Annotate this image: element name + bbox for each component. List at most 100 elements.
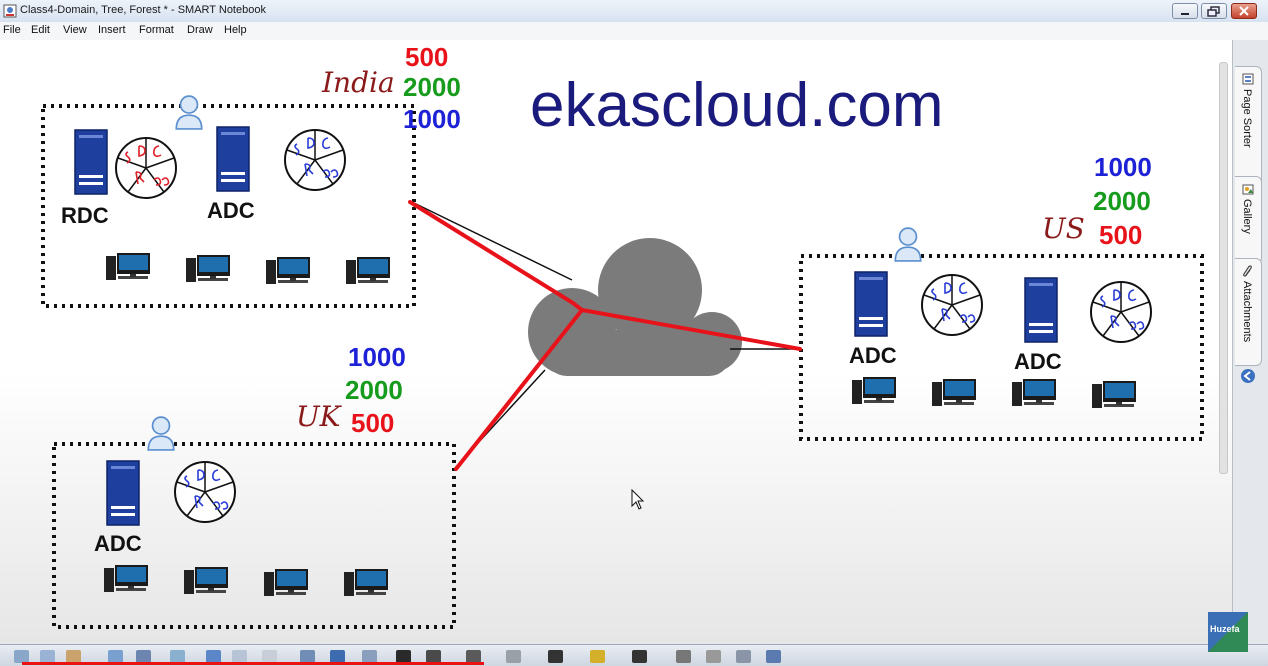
- minimize-icon: [1181, 13, 1189, 15]
- app-icon: [3, 4, 17, 18]
- us-domain-box: [799, 254, 1204, 441]
- computer-icon: [264, 256, 312, 286]
- computer-icon: [1010, 378, 1058, 408]
- presenter-watermark: Huzefa: [1208, 612, 1248, 652]
- us-number-1: 1000: [1094, 152, 1152, 182]
- user-icon: [893, 226, 923, 262]
- scrollbar-thumb[interactable]: [1219, 62, 1228, 474]
- computer-icon: [104, 252, 152, 282]
- uk-number-3: 500: [351, 408, 395, 438]
- uk-domain-box: [52, 442, 456, 629]
- text-tool-button[interactable]: [632, 650, 647, 663]
- india-domain-box: [41, 104, 416, 308]
- network-diagram: [41, 104, 1204, 629]
- computer-icon: [182, 566, 230, 596]
- tab-gallery[interactable]: Gallery: [1235, 176, 1262, 264]
- undo-button[interactable]: [206, 650, 221, 663]
- computer-icon: [342, 568, 390, 598]
- paperclip-icon: [1243, 265, 1252, 277]
- delete-button[interactable]: [262, 650, 277, 663]
- restore-button[interactable]: [1201, 3, 1227, 19]
- line-tool-button[interactable]: [548, 650, 563, 663]
- creative-pen-button[interactable]: [466, 650, 481, 663]
- user-icon: [174, 94, 204, 130]
- india-number-3: 1000: [403, 104, 461, 134]
- menu-file[interactable]: File: [3, 24, 21, 36]
- us-number-2: 2000: [1093, 186, 1151, 216]
- eraser-tool-button[interactable]: [506, 650, 521, 663]
- toolbar-button[interactable]: [300, 650, 315, 663]
- toolbar-button[interactable]: [40, 650, 55, 663]
- india-rdc-label: RDC: [61, 203, 109, 228]
- menu-draw[interactable]: Draw: [187, 24, 213, 36]
- page-sorter-icon: [1242, 73, 1254, 85]
- toolbar-button[interactable]: [736, 650, 751, 663]
- us-number-3: 500: [1099, 220, 1143, 250]
- toolbar-button[interactable]: [766, 650, 781, 663]
- pen-tool-button[interactable]: [426, 650, 441, 663]
- uk-site-label: UK: [296, 400, 341, 433]
- title-bar[interactable]: Class4-Domain, Tree, Forest * - SMART No…: [0, 0, 1268, 23]
- us-site-label: US: [1042, 212, 1085, 245]
- menu-view[interactable]: View: [63, 24, 87, 36]
- pie-diagram-icon: [1089, 280, 1153, 344]
- toolbar-button[interactable]: [14, 650, 29, 663]
- tab-page-sorter[interactable]: Page Sorter: [1235, 66, 1262, 190]
- collapse-arrow-icon[interactable]: [1240, 368, 1256, 384]
- computer-icon: [344, 256, 392, 286]
- menu-insert[interactable]: Insert: [98, 24, 126, 36]
- tab-page-sorter-label: Page Sorter: [1241, 89, 1253, 148]
- server-icon: [854, 271, 888, 337]
- window-title: Class4-Domain, Tree, Forest * - SMART No…: [20, 4, 266, 16]
- toolbar-button[interactable]: [66, 650, 81, 663]
- menu-edit[interactable]: Edit: [31, 24, 50, 36]
- red-replication-links: [408, 200, 802, 471]
- toolbar-button[interactable]: [170, 650, 185, 663]
- toolbar-button[interactable]: [108, 650, 123, 663]
- server-icon: [106, 460, 140, 526]
- uk-adc-label: ADC: [94, 531, 142, 556]
- india-adc-label: ADC: [207, 198, 255, 223]
- india-site-label: India: [322, 66, 395, 99]
- computer-icon: [102, 564, 150, 594]
- vertical-scrollbar[interactable]: [1216, 46, 1230, 636]
- close-button[interactable]: [1231, 3, 1257, 19]
- notebook-page[interactable]: ekascloud.com India: [0, 40, 1232, 644]
- us-adc-label-1: ADC: [849, 343, 897, 368]
- computer-icon: [930, 378, 978, 408]
- india-number-2: 2000: [403, 72, 461, 102]
- minimize-button[interactable]: [1172, 3, 1198, 19]
- restore-icon: [1207, 6, 1220, 17]
- pie-diagram-icon: [283, 128, 347, 192]
- shape-tool-button[interactable]: [590, 650, 605, 663]
- cloud-icon: [528, 238, 742, 376]
- uk-number-1: 1000: [348, 342, 406, 372]
- toolbar-button[interactable]: [330, 650, 345, 663]
- tab-attachments[interactable]: Attachments: [1235, 258, 1262, 366]
- menu-format[interactable]: Format: [139, 24, 174, 36]
- user-icon: [146, 415, 176, 451]
- toolbar-button[interactable]: [676, 650, 691, 663]
- watermark-text: Huzefa: [1210, 624, 1240, 634]
- us-adc-label-2: ADC: [1014, 349, 1062, 374]
- brand-title: ekascloud.com: [530, 71, 944, 140]
- tab-attachments-label: Attachments: [1241, 281, 1253, 343]
- select-tool-button[interactable]: [396, 650, 411, 663]
- menu-help[interactable]: Help: [224, 24, 247, 36]
- computer-icon: [262, 568, 310, 598]
- menu-bar: File Edit View Insert Format Draw Help: [0, 22, 1268, 41]
- toolbar-button[interactable]: [362, 650, 377, 663]
- toolbar-button[interactable]: [136, 650, 151, 663]
- uk-number-2: 2000: [345, 375, 403, 405]
- tab-gallery-label: Gallery: [1241, 199, 1253, 234]
- bottom-toolbar: [0, 644, 1268, 666]
- redo-button[interactable]: [232, 650, 247, 663]
- toolbar-button[interactable]: [706, 650, 721, 663]
- pie-diagram-icon: [114, 136, 178, 200]
- india-thin-link: [411, 201, 573, 281]
- close-icon: [1239, 6, 1249, 16]
- pie-diagram-icon: [920, 273, 984, 337]
- computer-icon: [184, 254, 232, 284]
- mouse-cursor-icon: [631, 488, 645, 510]
